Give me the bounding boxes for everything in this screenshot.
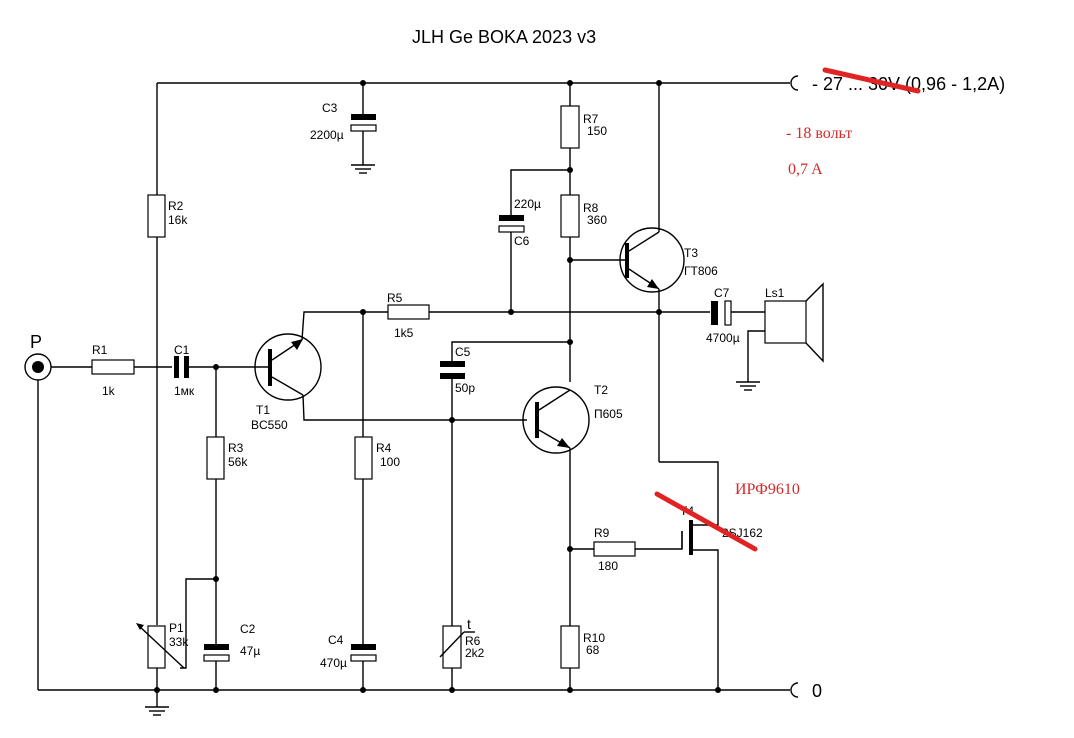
note-voltage: - 18 вольт	[786, 125, 852, 142]
r4-value: 100	[380, 455, 400, 469]
r2-value: 16k	[168, 213, 188, 227]
resistor-r8[interactable]	[560, 194, 580, 238]
t2-value: П605	[594, 407, 623, 421]
r6-type-mark: t	[467, 616, 471, 632]
c4-ref: C4	[328, 633, 344, 647]
capacitor-c2[interactable]	[203, 644, 230, 662]
r7-value: 150	[587, 124, 607, 138]
resistor-r5[interactable]	[387, 304, 430, 320]
c1-value: 1мк	[174, 384, 195, 398]
c3-ref: C3	[322, 101, 338, 115]
mosfet-strikethrough-mark	[654, 491, 758, 552]
r5-value: 1k5	[394, 326, 414, 340]
c5-ref: C5	[455, 345, 471, 359]
r1-ref: R1	[92, 343, 108, 357]
transistor-t2[interactable]	[522, 386, 590, 454]
ground-icon	[145, 690, 169, 716]
capacitor-c5[interactable]	[440, 361, 465, 379]
c5-value: 50p	[455, 381, 475, 395]
c6-ref: C6	[514, 234, 530, 248]
c7-value: 4700µ	[706, 331, 740, 345]
c2-ref: C2	[240, 622, 256, 636]
r3-ref: R3	[228, 441, 244, 455]
ls1-ref: Ls1	[765, 286, 785, 300]
c6-value: 220µ	[514, 197, 541, 211]
t1-ref: T1	[256, 403, 270, 417]
r1-value: 1k	[102, 384, 116, 398]
resistor-r9[interactable]	[593, 541, 636, 557]
speaker-ls1[interactable]	[736, 282, 824, 391]
mosfet-t4[interactable]	[659, 461, 719, 690]
r10-value: 68	[586, 643, 600, 657]
resistor-r7[interactable]	[560, 105, 580, 149]
t4-replacement: ИРФ9610	[735, 481, 800, 498]
capacitor-c6[interactable]	[498, 215, 525, 233]
r5-ref: R5	[387, 291, 403, 305]
c7-ref: C7	[714, 286, 730, 300]
r6-value: 2k2	[465, 646, 485, 660]
c3-value: 2200µ	[310, 128, 344, 142]
r8-ref: R8	[583, 201, 599, 215]
ground-rail	[38, 682, 799, 698]
potentiometer-p1[interactable]	[136, 623, 185, 669]
capacitor-c3[interactable]	[350, 114, 377, 132]
capacitor-c7[interactable]	[711, 300, 732, 326]
t1-value: BC550	[251, 418, 288, 432]
r3-value: 56k	[228, 455, 248, 469]
r6-ref: R6	[465, 634, 481, 648]
strikethrough-mark	[822, 67, 921, 94]
thermistor-r6[interactable]	[439, 625, 475, 669]
capacitor-c4[interactable]	[350, 644, 377, 662]
c2-value: 47µ	[240, 644, 260, 658]
resistor-r2[interactable]	[147, 194, 166, 238]
positive-rail	[157, 75, 799, 91]
input-connector[interactable]	[24, 353, 92, 690]
resistor-r4[interactable]	[354, 436, 373, 480]
transistor-t1[interactable]	[254, 333, 322, 401]
r4-ref: R4	[376, 441, 392, 455]
capacitor-c1[interactable]	[174, 356, 270, 378]
r10-ref: R10	[583, 631, 605, 645]
ground-icon	[351, 164, 375, 174]
resistor-r3[interactable]	[206, 436, 225, 480]
c1-ref: C1	[174, 343, 190, 357]
resistor-r10[interactable]	[560, 625, 580, 669]
input-label: P	[30, 332, 42, 352]
t2-ref: T2	[594, 383, 608, 397]
transistor-t3[interactable]	[619, 227, 685, 293]
r2-ref: R2	[168, 199, 184, 213]
r9-ref: R9	[594, 526, 610, 540]
t3-ref: T3	[684, 246, 698, 260]
resistor-r1[interactable]	[91, 359, 172, 375]
p1-value: 33k	[169, 635, 189, 649]
p1-ref: P1	[169, 621, 184, 635]
r9-value: 180	[598, 559, 618, 573]
r7-ref: R7	[583, 112, 599, 126]
t3-value: ГТ806	[684, 264, 718, 278]
c4-value: 470µ	[320, 656, 347, 670]
ground-label: 0	[812, 681, 822, 701]
note-current: 0,7 A	[788, 161, 823, 178]
r8-value: 360	[587, 213, 607, 227]
schematic-title: JLH Ge BOKA 2023 v3	[412, 27, 596, 47]
